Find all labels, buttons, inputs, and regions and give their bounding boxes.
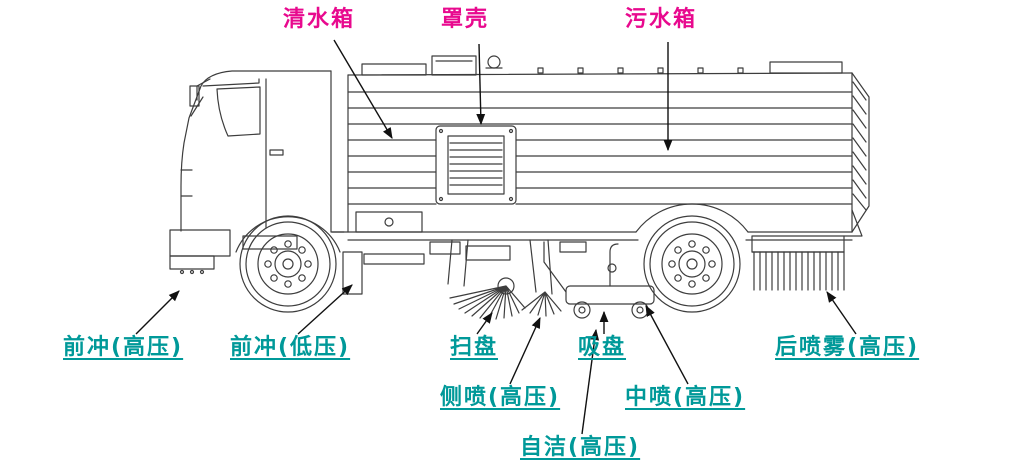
front-wheel-arch xyxy=(235,216,341,253)
label-front-flush-low-pressure: 前冲(低压) xyxy=(230,335,351,360)
tank-body xyxy=(331,72,870,241)
leader-lines xyxy=(135,39,857,435)
label-clean-water-tank: 清水箱 xyxy=(283,7,356,32)
vent-dome xyxy=(487,55,501,69)
rear-cap xyxy=(851,72,870,233)
suction-disc-mechanism xyxy=(543,241,655,319)
front-bumper xyxy=(169,229,231,257)
top-hatches xyxy=(361,55,843,76)
leader-side-spray xyxy=(509,316,541,385)
rear-wheel-arch xyxy=(635,203,749,233)
label-side-spray-high-pressure: 侧喷(高压) xyxy=(440,385,561,410)
cab-step xyxy=(242,235,298,250)
label-cover-shell: 罩壳 xyxy=(441,7,490,32)
truck-cab xyxy=(169,70,425,295)
label-sweep-disc: 扫盘 xyxy=(450,335,499,360)
door-handle xyxy=(269,149,284,156)
sweep-disc-mechanism xyxy=(447,239,562,320)
toolbox xyxy=(355,211,423,233)
mud-flap xyxy=(342,251,363,295)
label-front-flush-high-pressure: 前冲(高压) xyxy=(63,335,184,360)
leader-sweep-disc xyxy=(476,312,493,335)
front-wheel xyxy=(239,215,337,313)
label-sewage-tank: 污水箱 xyxy=(625,7,698,32)
rear-brush-spray-bar xyxy=(751,209,863,291)
label-suction-disc: 吸盘 xyxy=(578,335,627,360)
leader-rear-spray xyxy=(826,291,857,335)
chassis-equipment xyxy=(355,211,587,261)
cover-shell-panel xyxy=(435,125,517,205)
leader-mid-spray xyxy=(645,305,689,385)
leader-cover-shell xyxy=(476,43,486,126)
side-window xyxy=(216,86,261,137)
leader-self-clean xyxy=(581,328,600,435)
louver-grille xyxy=(447,135,505,195)
label-middle-spray-high-pressure: 中喷(高压) xyxy=(625,385,746,410)
mirror xyxy=(189,85,200,107)
leader-front-flush-low xyxy=(297,284,353,335)
label-rear-spray-mist-high-pressure: 后喷雾(高压) xyxy=(775,335,920,360)
rear-bristles xyxy=(753,251,845,291)
rear-wheel xyxy=(643,215,741,313)
leader-front-flush-high xyxy=(135,290,180,335)
brush-bristles xyxy=(449,285,526,320)
low-pressure-spray-bar xyxy=(363,253,425,265)
leader-clean-water-tank xyxy=(333,39,393,139)
label-self-clean-high-pressure: 自洁(高压) xyxy=(520,435,641,460)
wiper xyxy=(190,96,204,117)
